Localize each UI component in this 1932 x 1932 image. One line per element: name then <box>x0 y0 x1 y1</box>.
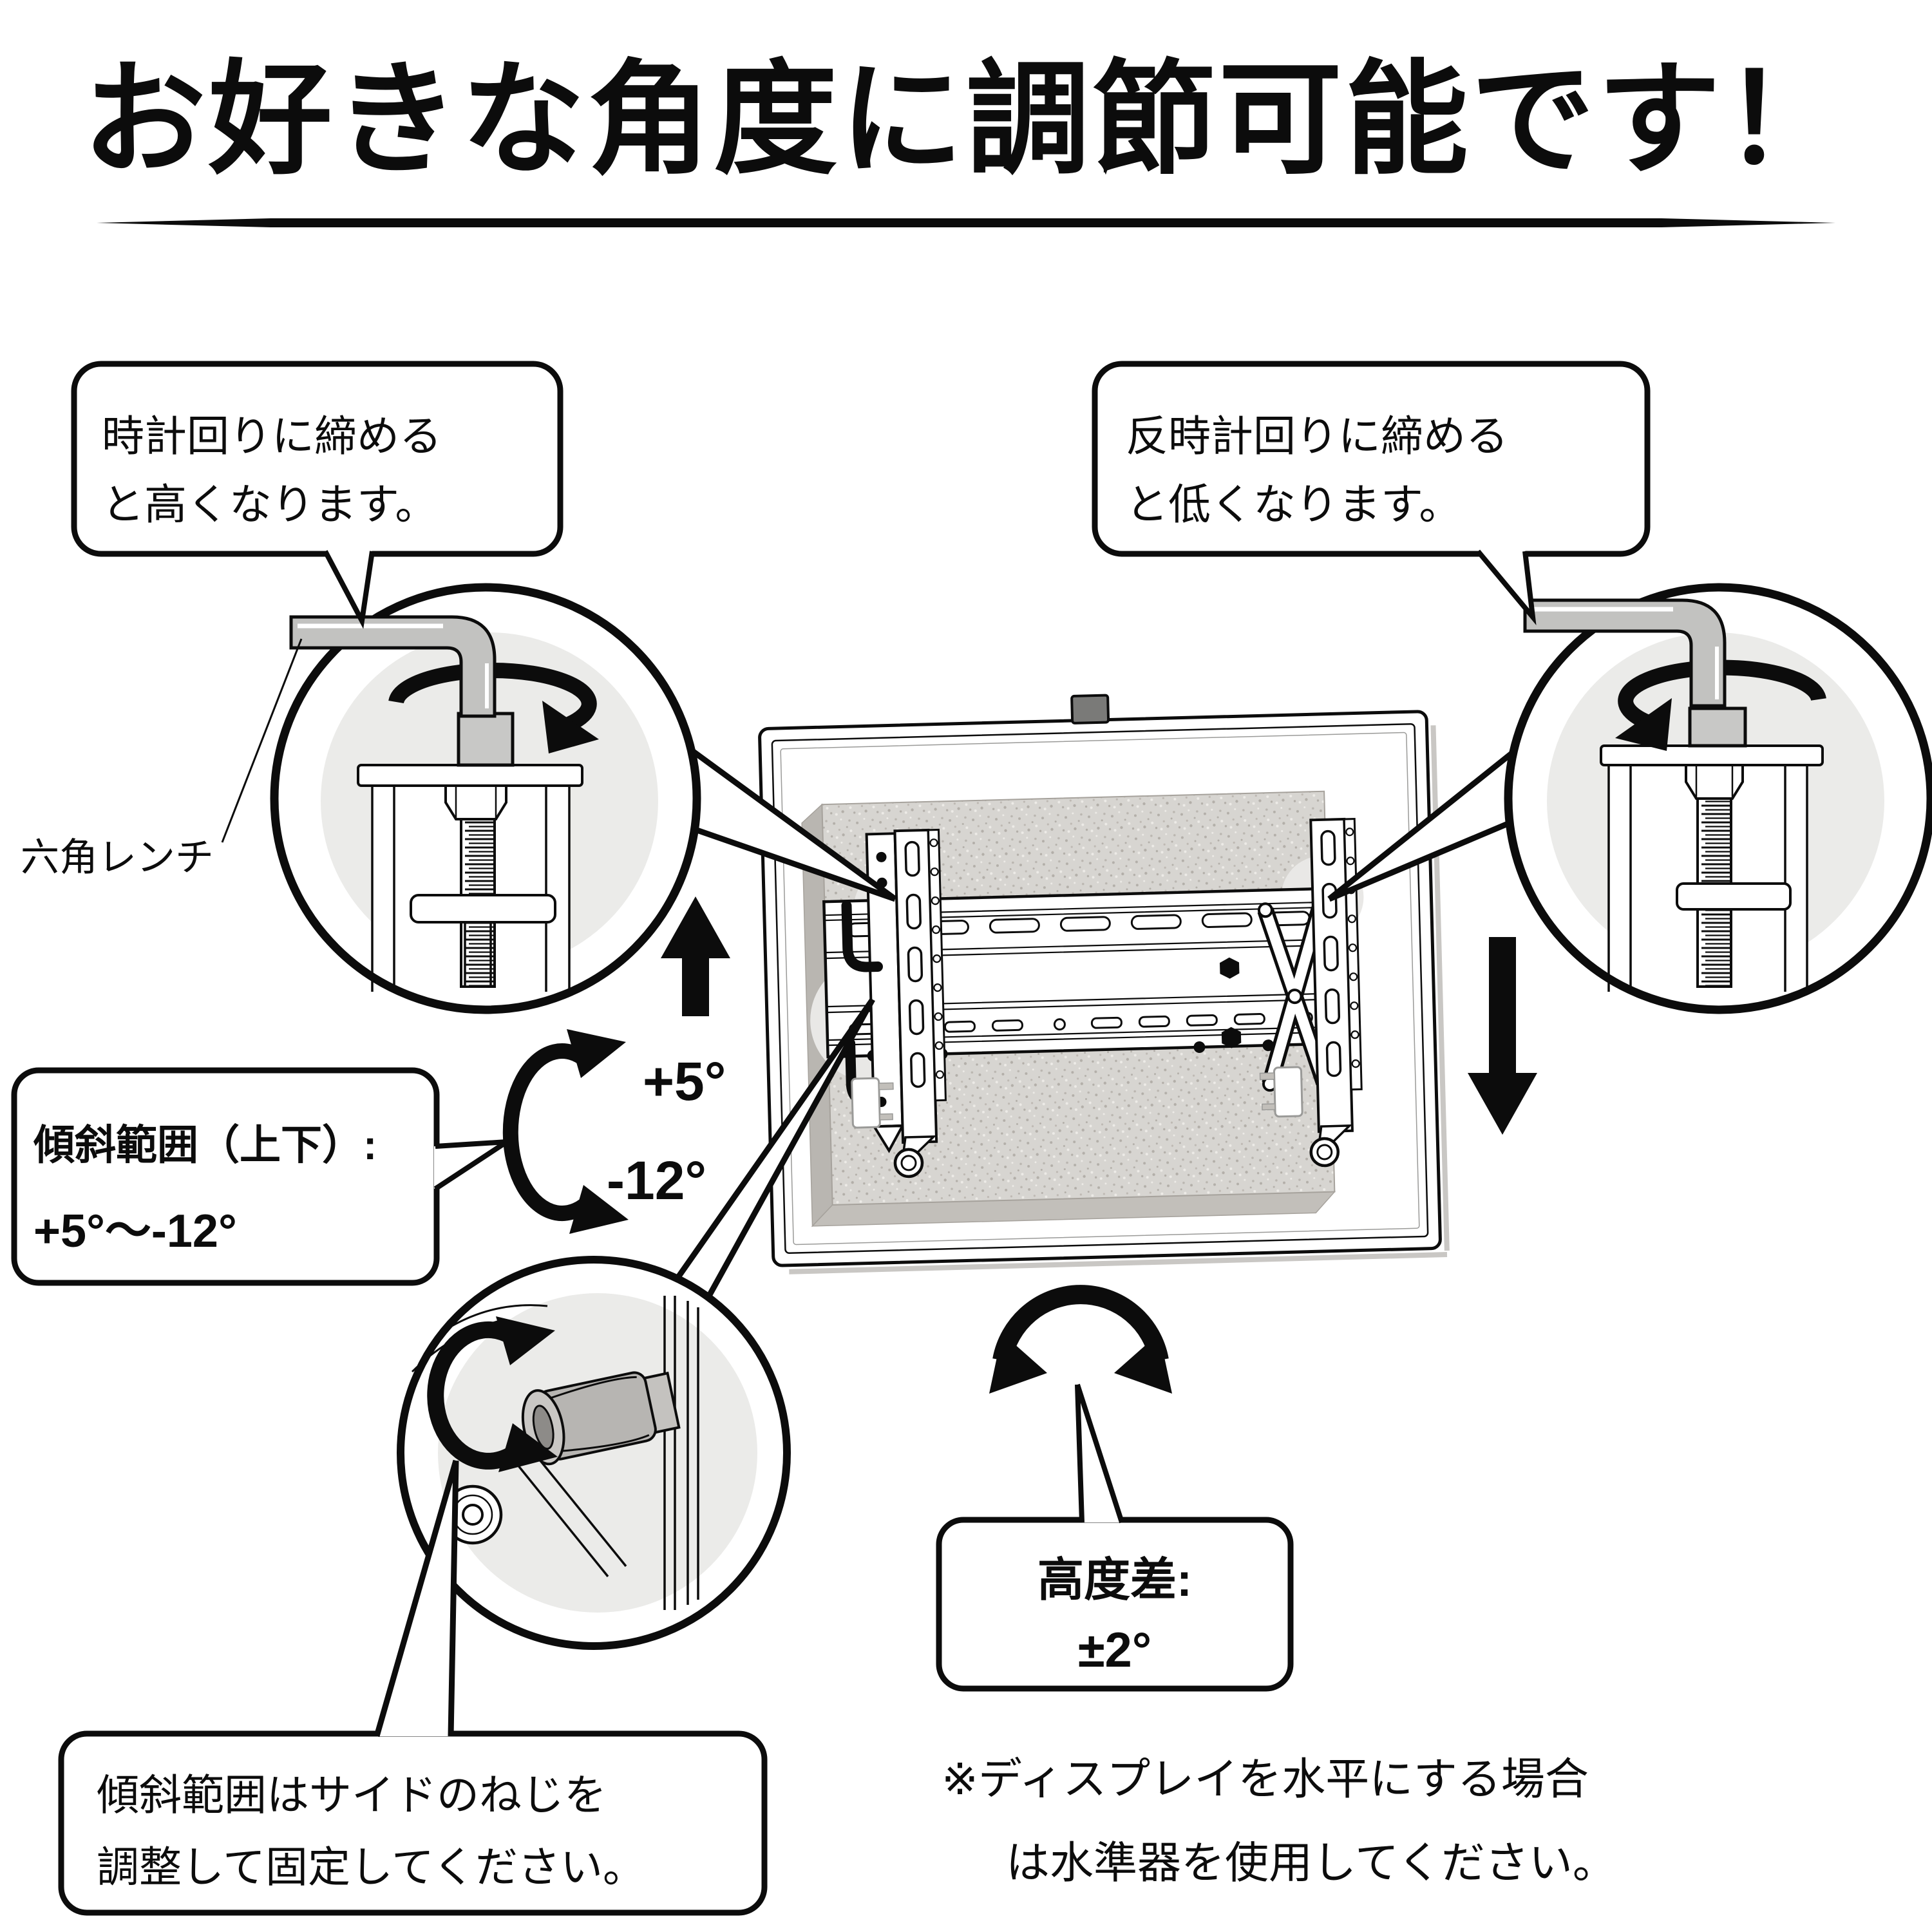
right-screw-detail <box>1600 706 1824 992</box>
hex-wrench-leader-line <box>221 638 303 843</box>
magnifier-left <box>270 583 701 1014</box>
tilt-up-label: +5° <box>643 1051 726 1112</box>
tilt-arc-icon <box>502 1029 629 1234</box>
tilt-range-line1: 傾斜範囲（上下）: <box>33 1122 377 1168</box>
up-arrow-icon <box>661 896 730 1016</box>
page-title: お好きな角度に調節可能です！ <box>82 50 1850 189</box>
magnifier-right <box>1504 583 1932 1014</box>
rotate-side-screw-arrow-icon <box>427 1321 526 1470</box>
note-line1: ※ディスプレイを水平にする場合 <box>942 1755 1589 1804</box>
hex-nut-right <box>1685 764 1744 800</box>
rotate-clockwise-arrowhead <box>542 701 599 753</box>
rotate-counterclockwise-arrow-icon <box>1618 659 1826 733</box>
hex-wrench-icon-right <box>1523 598 1727 708</box>
magnifier-bottom <box>397 1256 791 1650</box>
spacer-pads <box>851 1066 1303 1129</box>
down-arrow-icon <box>1468 937 1537 1135</box>
plate-nut-top <box>1220 957 1240 979</box>
leader-wedge-right-magnifier <box>1327 743 1523 902</box>
bubble-counterclockwise-line2: と低くなります。 <box>1126 480 1461 528</box>
height-diff-line1: 高度差: <box>1037 1555 1192 1606</box>
tv-inner-bezel <box>771 723 1429 1255</box>
hex-nut <box>444 784 507 820</box>
tilt-range-line2: +5°〜-12° <box>33 1206 237 1257</box>
title-divider <box>97 218 1835 227</box>
note-line2: は水準器を使用してください。 <box>1006 1839 1616 1888</box>
box-height-diff: 高度差: ±2° <box>936 1383 1294 1692</box>
bubble-clockwise-line2: と高くなります。 <box>102 480 437 528</box>
tv-illustration <box>758 694 1450 1274</box>
screw-head-block-right <box>1688 706 1747 748</box>
right-scissor-linkage <box>1257 901 1332 1092</box>
bubble-counterclockwise-line1: 反時計回りに締める <box>1126 412 1508 460</box>
left-rail <box>893 828 947 1179</box>
bubble-side-screw-line2: 調整して固定してください。 <box>97 1843 645 1891</box>
bubble-side-screw-line1: 傾斜範囲はサイドのねじを <box>97 1771 607 1819</box>
wall-plate <box>822 887 1336 1062</box>
bubble-counterclockwise: 反時計回りに締める と低くなります。 <box>1092 361 1651 625</box>
box-tilt-range: 傾斜範囲（上下）: +5°〜-12° <box>11 1067 509 1286</box>
rotate-clockwise-arrow-icon <box>388 662 597 735</box>
side-screw-detail <box>411 1296 699 1610</box>
screw-head-block <box>457 712 515 767</box>
j-hook-top <box>841 900 883 972</box>
tilt-down-label: -12° <box>607 1150 706 1211</box>
height-diff-line2: ±2° <box>1078 1623 1151 1678</box>
bubble-clockwise: 時計回りに締める と高くなります。 <box>71 361 564 629</box>
tv-top-hook <box>1070 694 1110 724</box>
hex-wrench-icon-left <box>289 615 497 718</box>
plate-nut-bottom <box>1221 1027 1242 1048</box>
bubble-clockwise-line1: 時計回りに締める <box>102 412 442 460</box>
tv-bezel-line <box>780 732 1420 1245</box>
hex-wrench-label: 六角レンチ <box>21 836 214 879</box>
swing-arc-icon <box>989 1285 1172 1394</box>
leader-wedge-left-magnifier <box>678 739 897 902</box>
bubble-side-screw: 傾斜範囲はサイドのねじを 調整して固定してください。 <box>58 1459 768 1916</box>
rotate-ccw-arrowhead <box>1615 698 1672 751</box>
tv-shadow <box>789 1252 1448 1274</box>
